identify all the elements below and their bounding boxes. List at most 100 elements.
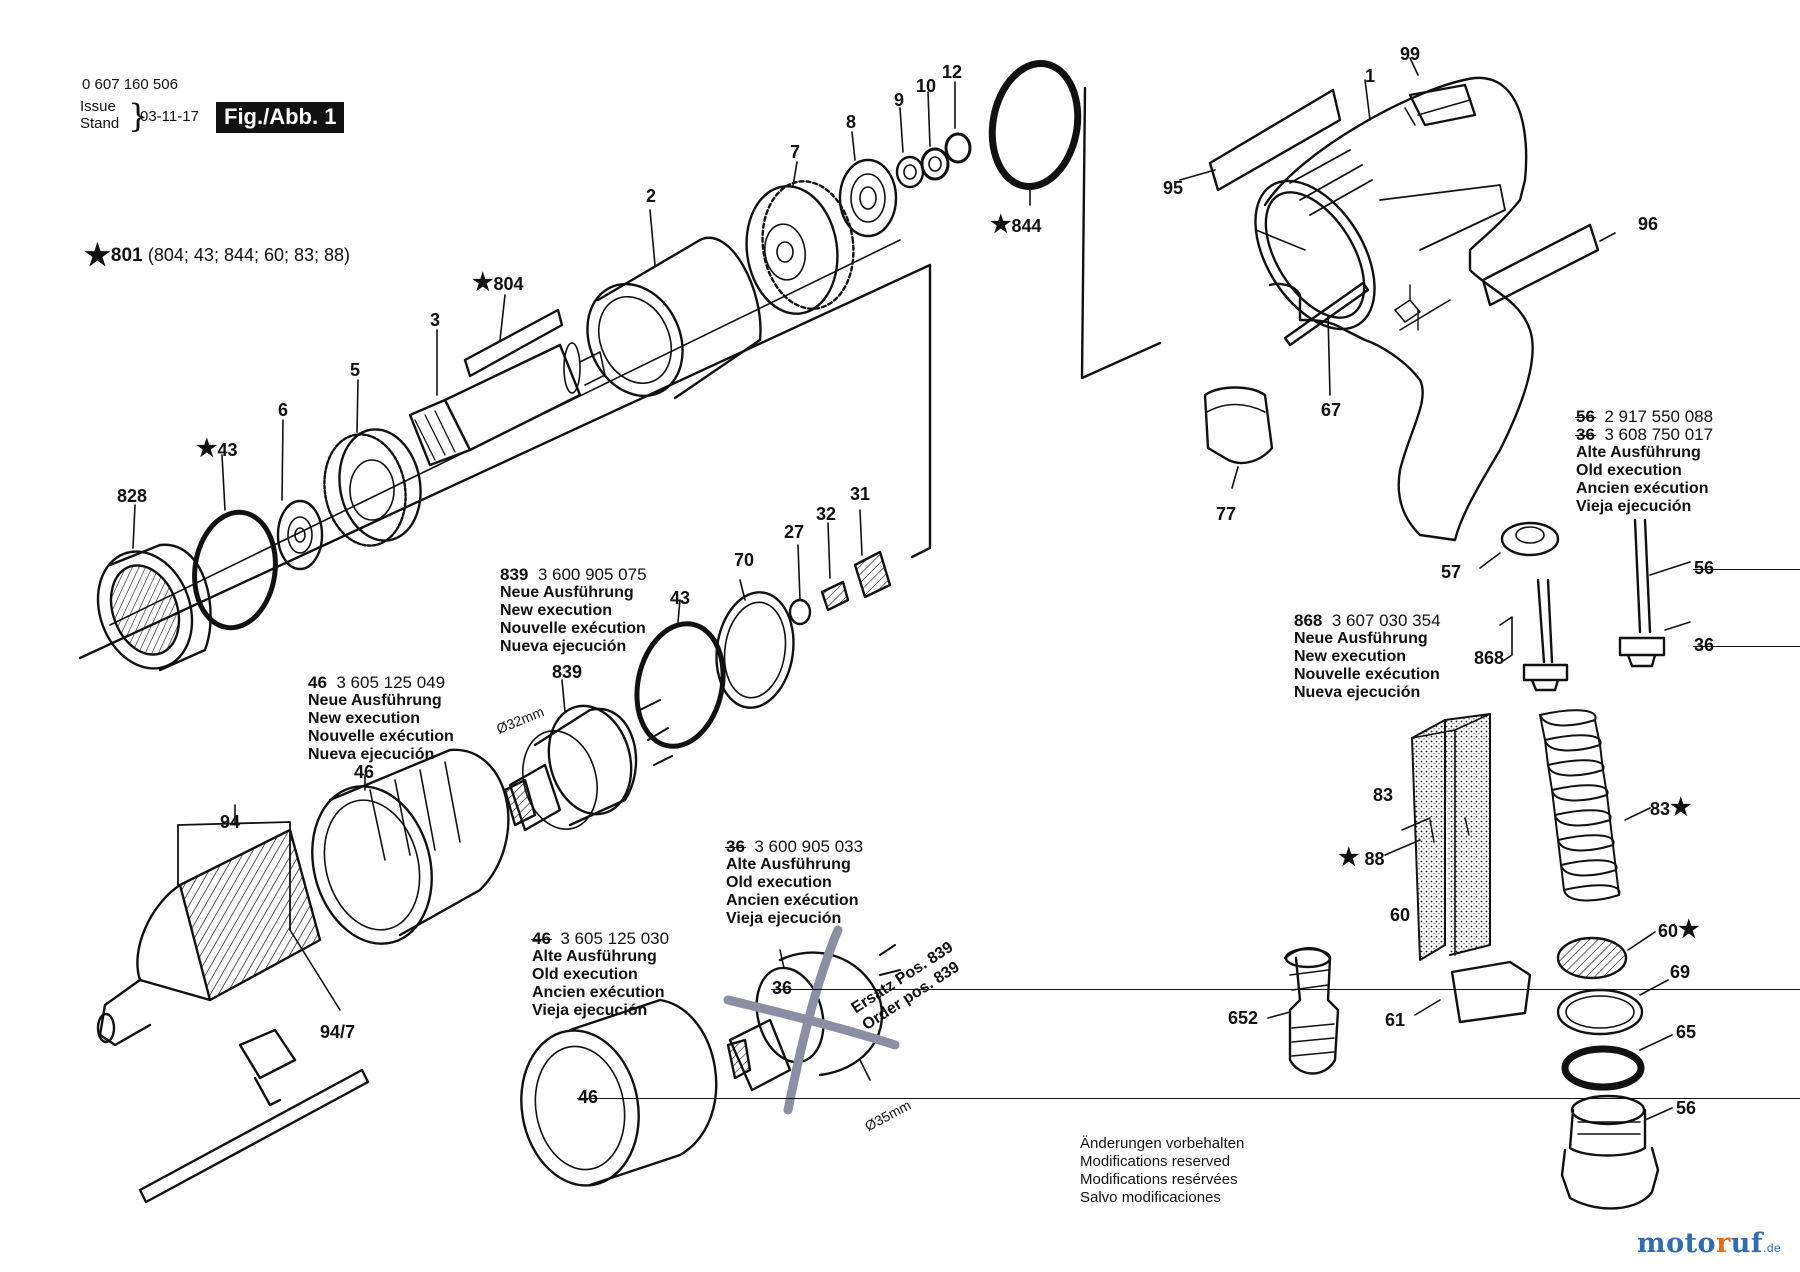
label-96: 96 — [1638, 214, 1659, 234]
label-844: ★844 — [990, 210, 1042, 239]
strip-99 — [1408, 83, 1477, 127]
kit-frame — [78, 263, 932, 660]
note-839-item: 839 — [500, 565, 529, 584]
new-line-fr: Nouvelle exécution — [1294, 666, 1440, 683]
pin-67 — [1283, 281, 1370, 347]
old-line-es: Vieja ejecución — [726, 910, 842, 927]
kit-801-contents: (804; 43; 844; 60; 83; 88) — [147, 245, 351, 265]
old-line-es: Vieja ejecución — [532, 1002, 648, 1019]
label-844-text: 844 — [1011, 216, 1042, 236]
stand-label: Stand — [80, 115, 120, 132]
watermark-part-b: r — [1716, 1228, 1731, 1259]
label-36-old: 36 — [771, 978, 1800, 999]
note-36b-code: 3 608 750 017 — [1604, 425, 1714, 444]
washer-10 — [920, 147, 950, 181]
seal-69 — [1556, 988, 1644, 1036]
oring-43-upper — [192, 509, 278, 631]
housing-frame — [1080, 86, 1162, 380]
watermark-part-a: moto — [1637, 1228, 1717, 1259]
label-67: 67 — [1321, 400, 1342, 420]
label-27: 27 — [784, 522, 805, 542]
note-46-head: 46 3 605 125 049 — [308, 674, 454, 692]
issue-label: Issue — [80, 98, 116, 115]
note-868-item: 868 — [1294, 611, 1323, 630]
note-56-code: 2 917 550 088 — [1604, 407, 1714, 426]
old-line-de: Alte Ausführung — [1576, 444, 1701, 461]
note-36b-item: 36 — [1576, 425, 1595, 444]
document-number: 0 607 160 506 — [82, 76, 178, 93]
new-line-es: Nueva ejecución — [1294, 684, 1421, 701]
valve-868 — [1536, 578, 1554, 664]
label-5: 5 — [350, 360, 361, 380]
label-83: 83 — [1373, 785, 1394, 805]
label-94-7: 94/7 — [320, 1022, 356, 1042]
new-line-fr: Nouvelle exécution — [500, 620, 646, 637]
new-line-de: Neue Ausführung — [1294, 630, 1428, 647]
housing-drawing — [1254, 76, 1534, 542]
kit-801: ★801 (804; 43; 844; 60; 83; 88) — [84, 238, 350, 273]
note-868-new: 868 3 607 030 354 Neue Ausführung New ex… — [1294, 612, 1441, 702]
drill-chuck-94 — [96, 828, 322, 1047]
footer-en: Modifications reserved — [1080, 1153, 1231, 1170]
label-77: 77 — [1216, 504, 1237, 524]
label-31: 31 — [850, 484, 871, 504]
label-10: 10 — [916, 76, 937, 96]
crossout-mark — [723, 925, 900, 1115]
bearing-8 — [838, 158, 898, 238]
label-95: 95 — [1163, 178, 1184, 198]
note-46-old-head: 46 3 605 125 030 — [532, 930, 669, 948]
label-88: ★ 88 — [1338, 843, 1385, 872]
pad-61 — [1450, 960, 1532, 1024]
valve-old — [1633, 518, 1652, 634]
star-icon: ★ — [196, 435, 218, 462]
label-88-text: 88 — [1364, 849, 1385, 869]
star-icon: ★ — [1678, 916, 1700, 943]
old-line-fr: Ancien exécution — [1576, 480, 1709, 497]
oring-65 — [1561, 1045, 1645, 1091]
note-839-new: 839 3 600 905 075 Neue Ausführung New ex… — [500, 566, 647, 656]
watermark-tld: .de — [1763, 1241, 1782, 1255]
label-36-struck: 36 — [1693, 635, 1800, 656]
label-43-upper: ★43 — [196, 434, 238, 463]
label-1: 1 — [1365, 66, 1376, 86]
label-60-star: 60★ — [1658, 915, 1700, 944]
trigger-77 — [1203, 386, 1274, 465]
new-line-en: New execution — [500, 602, 613, 619]
label-65: 65 — [1676, 1022, 1697, 1042]
kit-801-number: 801 — [110, 245, 143, 266]
ring-gear-828 — [96, 543, 212, 672]
new-line-en: New execution — [1294, 648, 1407, 665]
label-8: 8 — [846, 112, 857, 132]
brace-glyph: } — [128, 97, 149, 135]
label-652: 652 — [1228, 1008, 1259, 1028]
strainer-60 — [1556, 936, 1628, 980]
note-56-36-old: 56 2 917 550 088 36 3 608 750 017 Alte A… — [1576, 408, 1713, 516]
watermark-logo: motoruf.de — [1637, 1228, 1781, 1259]
footer-es: Salvo modificaciones — [1080, 1189, 1221, 1206]
label-61: 61 — [1385, 1010, 1406, 1030]
label-99: 99 — [1400, 44, 1421, 64]
label-57: 57 — [1441, 562, 1462, 582]
label-83-star: 83★ — [1650, 793, 1692, 822]
filter-60 — [1411, 719, 1446, 961]
footer-fr: Modifications resérvées — [1080, 1171, 1238, 1188]
label-43a-text: 43 — [217, 440, 238, 460]
label-6: 6 — [278, 400, 289, 420]
pinion-31 — [853, 550, 892, 599]
new-line-fr: Nouvelle exécution — [308, 728, 454, 745]
label-56: 56 — [1676, 1098, 1697, 1118]
vanes-804 — [463, 308, 564, 378]
plug-56 — [1560, 1094, 1660, 1210]
star-icon: ★ — [990, 211, 1012, 238]
old-line-en: Old execution — [1576, 462, 1682, 479]
label-60b-text: 60 — [1658, 921, 1679, 941]
note-46-item: 46 — [308, 673, 327, 692]
rotor-3 — [408, 342, 606, 467]
note-36-head: 36 3 600 905 033 — [726, 838, 863, 856]
note-868-code: 3 607 030 354 — [1331, 611, 1441, 630]
new-line-es: Nueva ejecución — [500, 638, 627, 655]
old-line-en: Old execution — [726, 874, 832, 891]
old-line-de: Alte Ausführung — [726, 856, 851, 873]
footer-de: Änderungen vorbehalten — [1080, 1135, 1245, 1152]
